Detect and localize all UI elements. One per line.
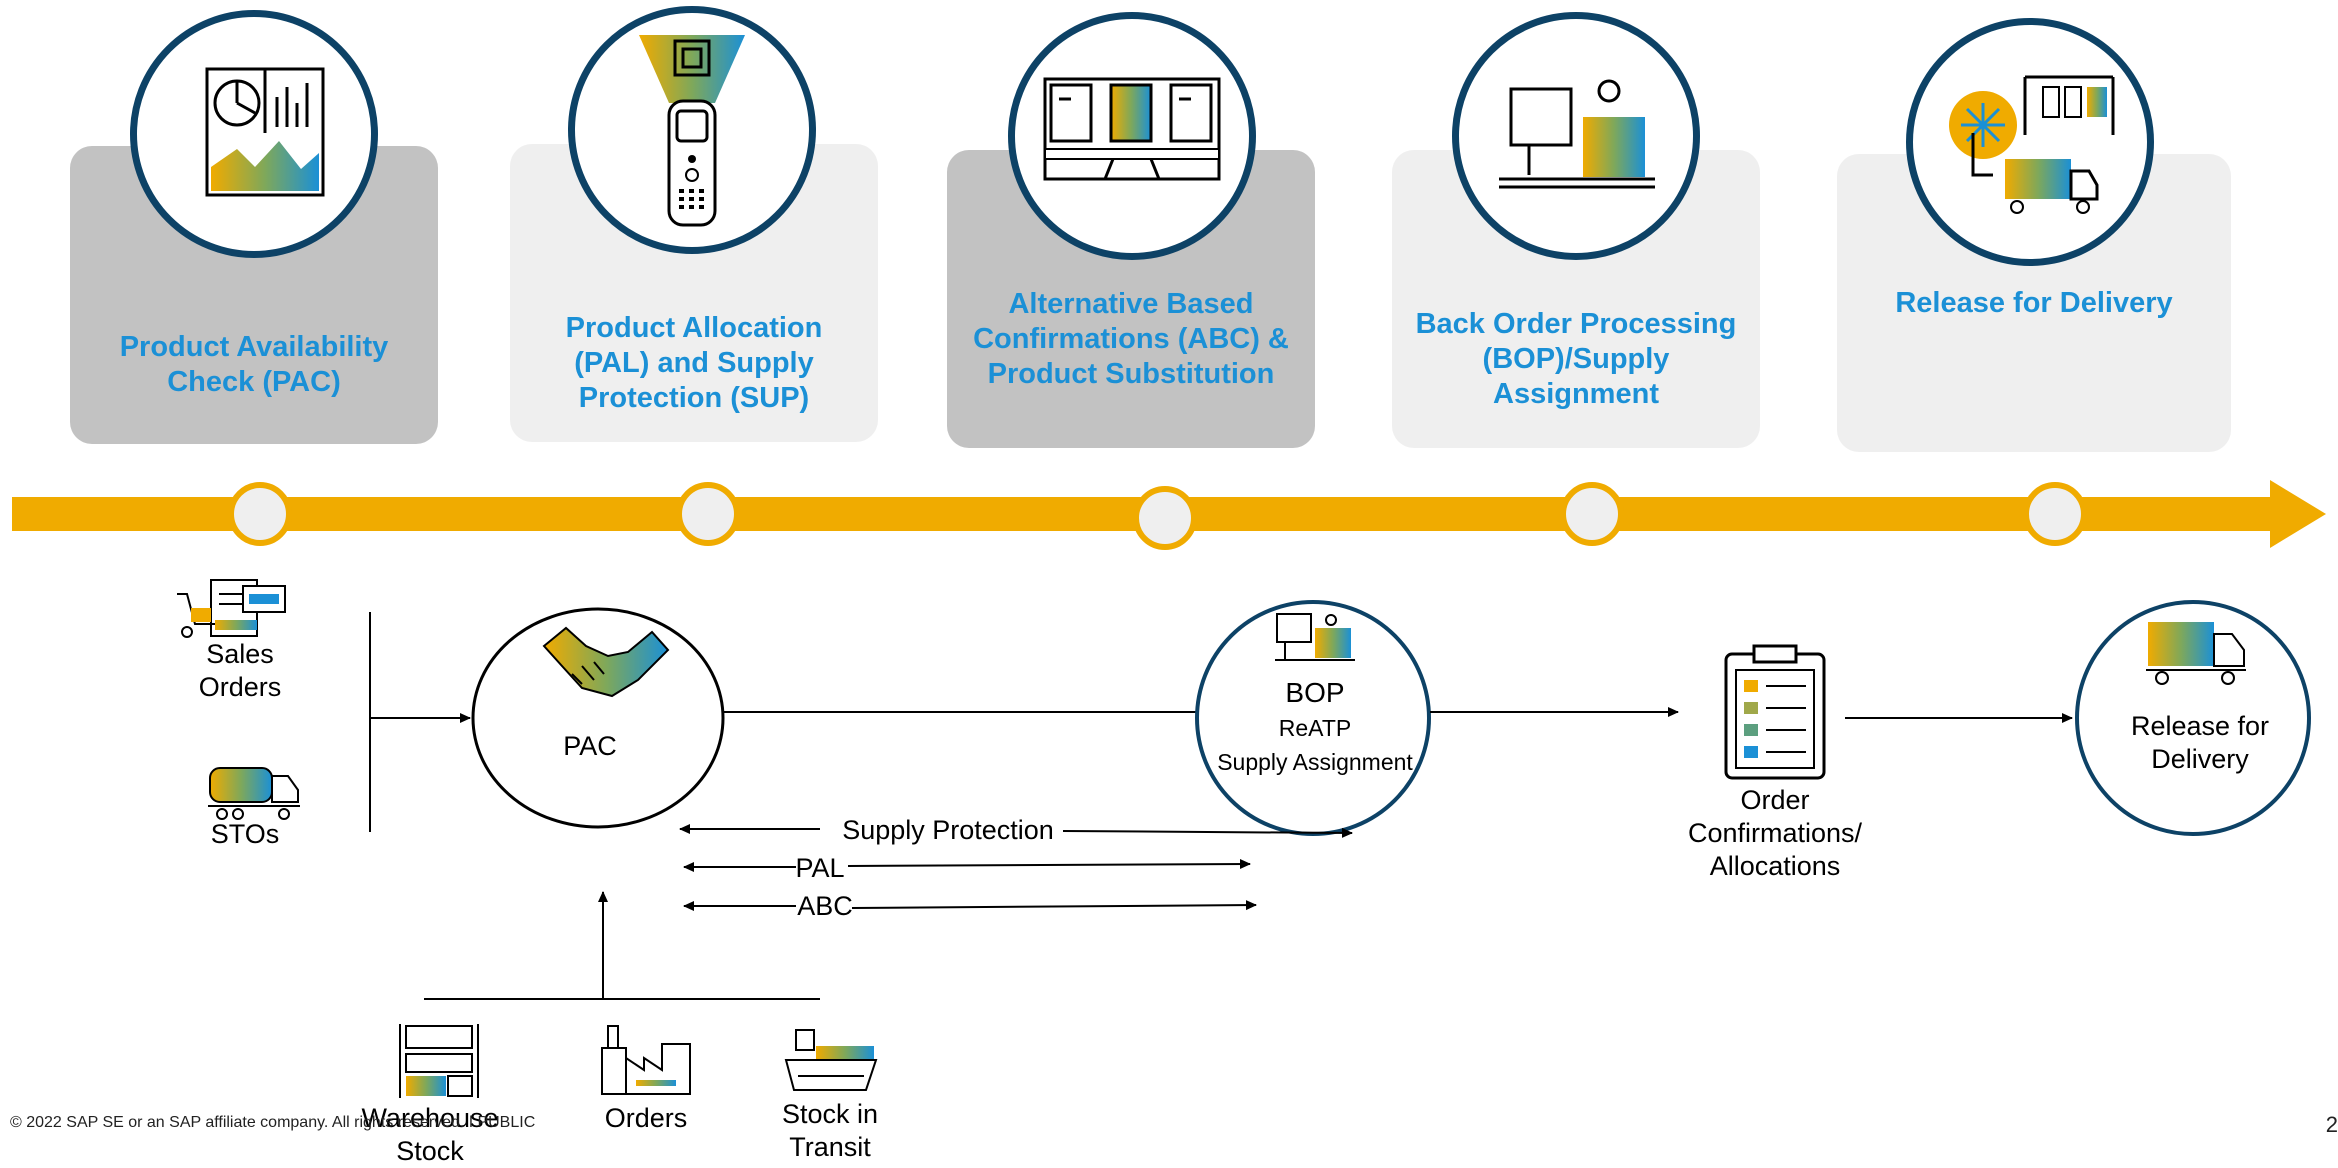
stage-title-abc: Alternative Based Confirmations (ABC) & …	[973, 287, 1289, 390]
stage-card-abc: Alternative Based Confirmations (ABC) & …	[947, 150, 1315, 448]
timeline-node-2	[676, 482, 740, 546]
pac-node	[471, 607, 725, 829]
copyright-footer: © 2022 SAP SE or an SAP affiliate compan…	[10, 1114, 536, 1131]
handshake-icon	[542, 626, 670, 698]
bop-supply-assignment: Supply Assignment	[1217, 749, 1413, 775]
ship-transit-icon	[784, 1029, 878, 1091]
computer-workstation-icon	[1452, 12, 1700, 260]
release-label: Release for Delivery	[2130, 711, 2270, 774]
sales-orders-icon	[177, 579, 286, 638]
sto-truck-icon	[208, 767, 300, 820]
stos-label: STOs	[210, 819, 280, 849]
supply-protection-label: Supply Protection	[842, 815, 1054, 845]
analytics-chart-icon	[130, 10, 378, 258]
pac-label: PAC	[563, 731, 617, 761]
timeline-node-5	[2023, 482, 2087, 546]
abc-label: ABC	[797, 891, 853, 921]
abc-right	[851, 900, 1257, 911]
warehouse-shelf-icon	[1008, 12, 1256, 260]
stage-title-pal: Product Allocation (PAL) and Supply Prot…	[565, 311, 823, 414]
timeline-node-4	[1560, 482, 1624, 546]
bop-node	[1195, 600, 1431, 836]
bop-title: BOP	[1285, 677, 1345, 708]
delivery-truck-icon	[2146, 622, 2246, 685]
order-confirmations-label: Order Confirmations/ Allocations	[1687, 785, 1863, 881]
orders-label: Orders	[604, 1103, 688, 1133]
bop-computer-icon	[1275, 613, 1355, 661]
clipboard-checklist-icon	[1724, 644, 1826, 780]
sales-orders-label: Sales Orders	[198, 639, 282, 702]
pal-right	[847, 859, 1251, 870]
tap-release-truck-icon	[1906, 18, 2154, 266]
handheld-scanner-icon	[568, 6, 816, 254]
release-node	[2075, 600, 2311, 836]
supply-protection-right	[1062, 827, 1353, 838]
stage-title-release: Release for Delivery	[1895, 286, 2173, 319]
warehouse-stock-label: Warehouse Stock	[361, 1103, 499, 1166]
factory-orders-icon	[601, 1025, 691, 1095]
warehouse-stock-icon	[399, 1024, 479, 1098]
timeline-node-3	[1133, 486, 1197, 550]
bop-reatp: ReATP	[1278, 715, 1352, 741]
pal-label: PAL	[795, 853, 845, 883]
stock-in-transit-label: Stock in Transit	[781, 1099, 879, 1162]
stage-title-bop: Back Order Processing (BOP)/Supply Assig…	[1415, 307, 1737, 410]
page-number: 2	[2325, 1112, 2338, 1137]
stage-title-pac: Product Availability Check (PAC)	[119, 331, 389, 398]
timeline-node-1	[228, 482, 292, 546]
